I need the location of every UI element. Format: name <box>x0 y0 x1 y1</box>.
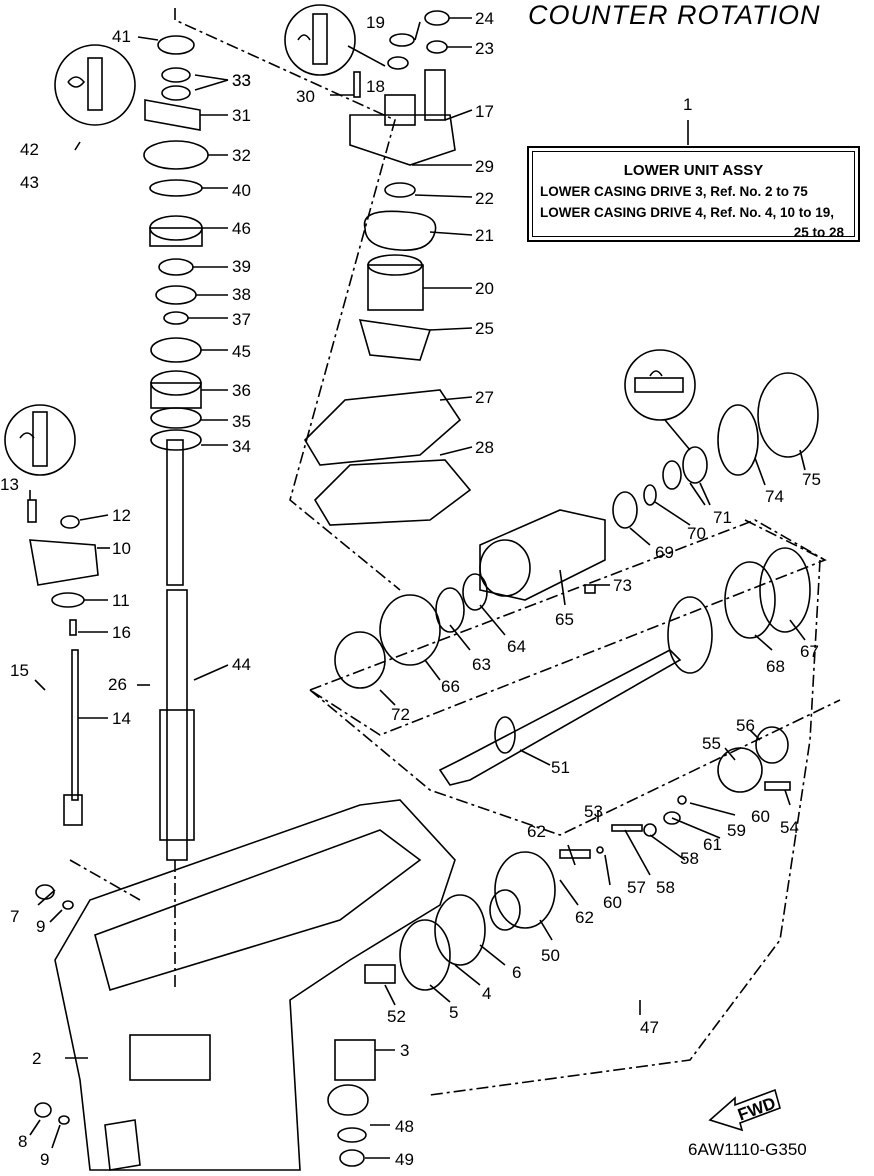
callout-13: 13 <box>0 475 19 494</box>
callout-15: 15 <box>10 661 29 680</box>
page-title: COUNTER ROTATION <box>528 0 821 30</box>
diagram-linework <box>4 4 841 1171</box>
callout-46: 46 <box>232 219 251 238</box>
callout-59: 59 <box>727 821 746 840</box>
callout-69: 69 <box>655 543 674 562</box>
callout-58: 58 <box>680 849 699 868</box>
callout-67: 67 <box>800 642 819 661</box>
callout-39: 39 <box>232 257 251 276</box>
reference-box-heading: LOWER UNIT ASSY <box>623 162 764 179</box>
callout-20: 20 <box>475 279 494 298</box>
callout-41: 41 <box>112 27 131 46</box>
reference-box: LOWER UNIT ASSY LOWER CASING DRIVE 3, Re… <box>527 146 860 242</box>
callout-51: 51 <box>551 758 570 777</box>
callout-35: 35 <box>232 412 251 431</box>
callout-63: 63 <box>472 655 491 674</box>
callout-labels: 41 33 31 32 40 42 43 46 39 38 37 45 36 3… <box>0 9 821 1169</box>
reference-line-drive3: LOWER CASING DRIVE 3, Ref. No. 2 to 75 <box>540 184 808 199</box>
callout-5: 5 <box>449 1003 458 1022</box>
callout-19: 19 <box>366 13 385 32</box>
callout-25: 25 <box>475 319 494 338</box>
diagram-code: 6AW1110-G350 <box>688 1140 807 1159</box>
fwd-label: FWD <box>735 1093 778 1124</box>
reference-line-drive4-cont: 25 to 28 <box>793 225 844 240</box>
callout-21: 21 <box>475 226 494 245</box>
callout-68: 68 <box>766 657 785 676</box>
callout-32: 32 <box>232 146 251 165</box>
callout-70: 70 <box>687 524 706 543</box>
callout-10: 10 <box>112 539 131 558</box>
callout-28: 28 <box>475 438 494 457</box>
callout-33-lower: 33 <box>232 71 251 90</box>
callout-37: 37 <box>232 310 251 329</box>
callout-38: 38 <box>232 285 251 304</box>
callout-61: 61 <box>703 835 722 854</box>
callout-34: 34 <box>232 437 251 456</box>
callout-60: 60 <box>751 807 770 826</box>
callout-47: 47 <box>640 1018 659 1037</box>
callout-53: 53 <box>584 802 603 821</box>
callout-22: 22 <box>475 189 494 208</box>
callout-57: 57 <box>627 878 646 897</box>
callout-60-lower: 60 <box>603 893 622 912</box>
callout-30: 30 <box>296 87 315 106</box>
callout-49: 49 <box>395 1150 414 1169</box>
callout-43: 43 <box>20 173 39 192</box>
callout-9-lower: 9 <box>40 1150 49 1169</box>
callout-54: 54 <box>780 818 799 837</box>
callout-42: 42 <box>20 140 39 159</box>
callout-44: 44 <box>232 655 251 674</box>
callout-8: 8 <box>18 1132 27 1151</box>
callout-73: 73 <box>613 576 632 595</box>
callout-52: 52 <box>387 1007 406 1026</box>
callout-75: 75 <box>802 470 821 489</box>
callout-6: 6 <box>512 963 521 982</box>
callout-16: 16 <box>112 623 131 642</box>
callout-1: 1 <box>683 95 692 114</box>
callout-29: 29 <box>475 157 494 176</box>
callout-7: 7 <box>10 907 19 926</box>
callout-62: 62 <box>527 822 546 841</box>
callout-56: 56 <box>736 716 755 735</box>
callout-26: 26 <box>108 675 127 694</box>
callout-2: 2 <box>32 1049 41 1068</box>
callout-48: 48 <box>395 1117 414 1136</box>
callout-31: 31 <box>232 106 251 125</box>
callout-36: 36 <box>232 381 251 400</box>
callout-33: 33 <box>232 71 251 90</box>
callout-62-lower: 62 <box>575 908 594 927</box>
callout-14: 14 <box>112 709 131 728</box>
callout-27: 27 <box>475 388 494 407</box>
callout-72: 72 <box>391 705 410 724</box>
reference-box-inner: LOWER UNIT ASSY LOWER CASING DRIVE 3, Re… <box>532 151 855 240</box>
callout-3: 3 <box>400 1041 409 1060</box>
callout-23: 23 <box>475 39 494 58</box>
callout-45: 45 <box>232 342 251 361</box>
reference-line-drive4: LOWER CASING DRIVE 4, Ref. No. 4, 10 to … <box>540 205 835 220</box>
callout-74: 74 <box>765 487 784 506</box>
callout-40: 40 <box>232 181 251 200</box>
callout-64: 64 <box>507 637 526 656</box>
callout-18: 18 <box>366 77 385 96</box>
callout-24: 24 <box>475 9 494 28</box>
callout-17: 17 <box>475 102 494 121</box>
callout-58-lower: 58 <box>656 878 675 897</box>
callout-65: 65 <box>555 610 574 629</box>
callout-66: 66 <box>441 677 460 696</box>
callout-50: 50 <box>541 946 560 965</box>
callout-9-upper: 9 <box>36 917 45 936</box>
callout-55: 55 <box>702 734 721 753</box>
callout-11: 11 <box>112 591 130 610</box>
callout-71: 71 <box>713 508 732 527</box>
callout-12: 12 <box>112 506 131 525</box>
callout-4: 4 <box>482 984 491 1003</box>
